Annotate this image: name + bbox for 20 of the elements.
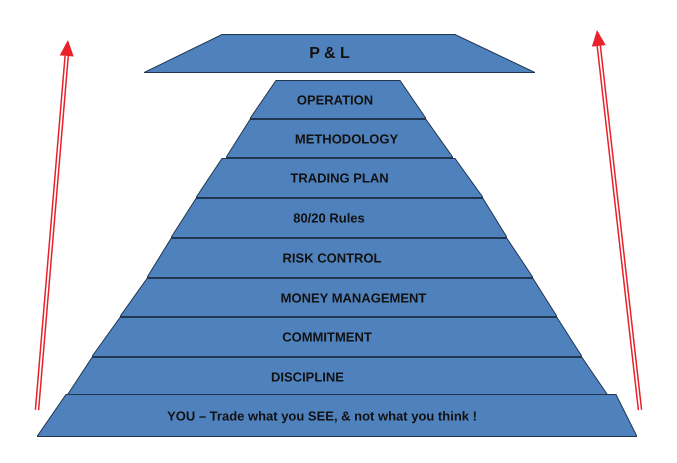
tier-label: TRADING PLAN <box>290 170 389 186</box>
top-trapezoid <box>144 34 535 73</box>
pyramid-tier <box>171 198 507 238</box>
tier-label: OPERATION <box>296 92 374 107</box>
tier-label: COMMITMENT <box>282 330 372 344</box>
pyramid-tier <box>147 238 533 278</box>
pyramid-tier <box>67 357 608 396</box>
tier-label: YOU – Trade what you SEE, & not what you think ! <box>167 408 477 423</box>
pyramid-tier <box>120 278 557 317</box>
pyramid-tier <box>92 317 582 357</box>
tier-label: RISK CONTROL <box>282 250 382 266</box>
tier-label: 80/20 Rules <box>293 210 365 226</box>
tier-label: DISCIPLINE <box>271 369 344 384</box>
pyramid-tier <box>196 158 483 198</box>
pyramid-tier <box>226 119 453 158</box>
tier-label: MONEY MANAGEMENT <box>280 290 426 305</box>
tier-label: METHODOLOGY <box>294 131 398 146</box>
pyramid-tier <box>250 80 426 119</box>
tier-label: P & L <box>309 44 350 62</box>
pyramid-tier <box>37 394 637 437</box>
